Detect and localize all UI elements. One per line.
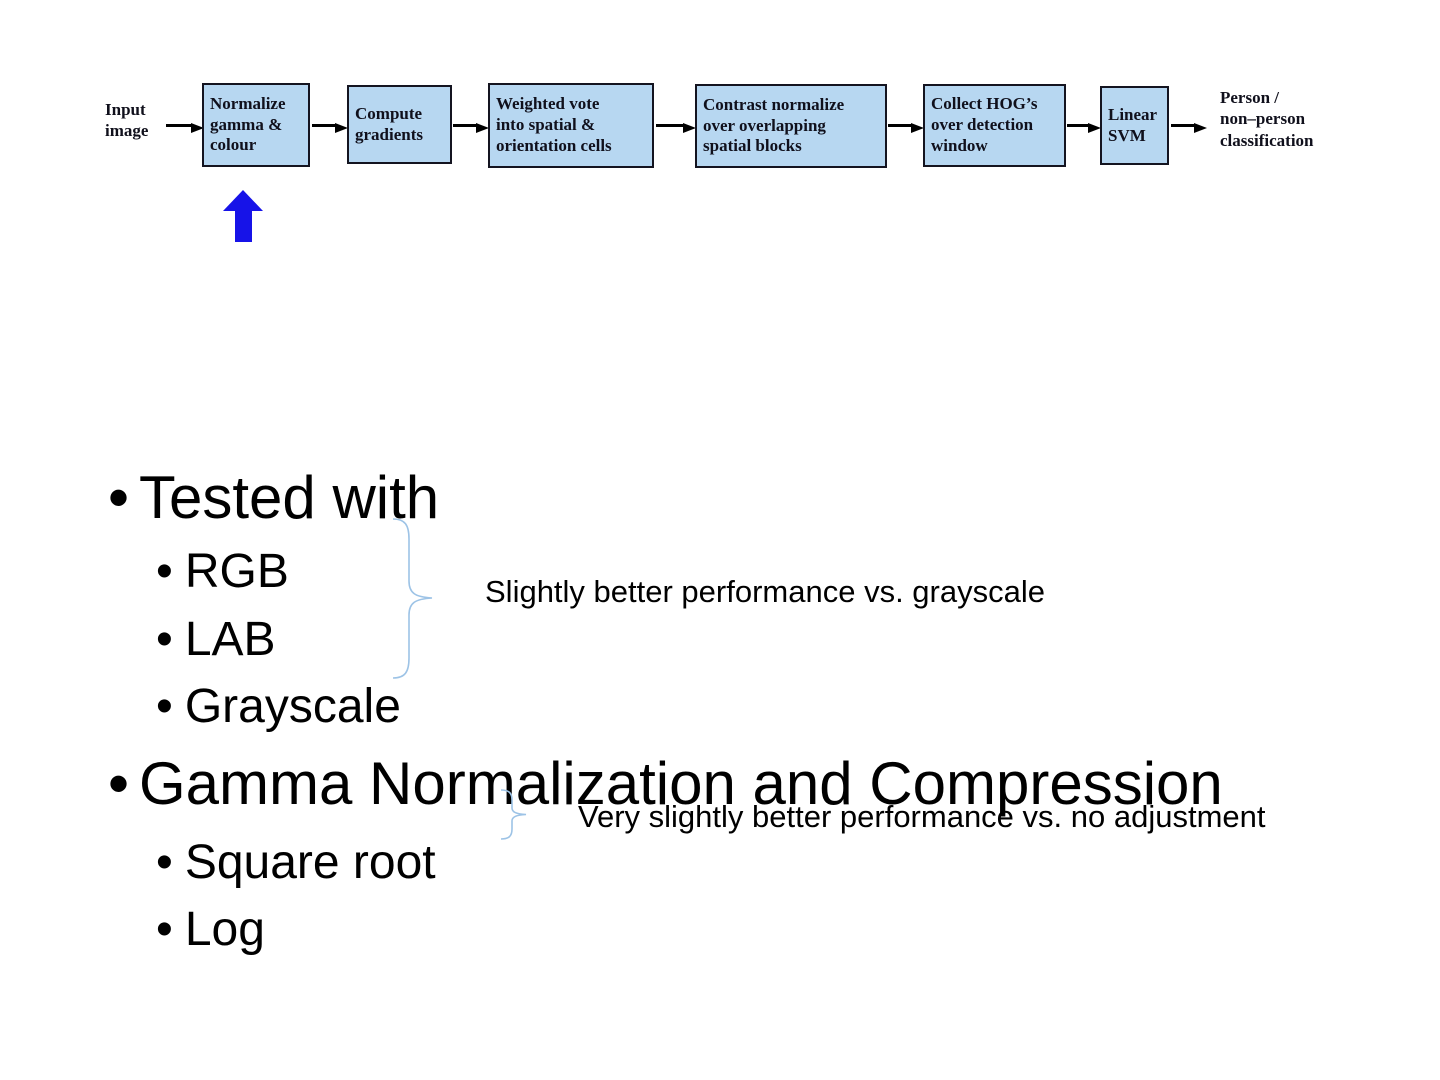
flowchart-box-weighted-vote: Weighted vote into spatial & orientation…: [488, 83, 654, 168]
bullet-text: Tested with: [139, 464, 440, 531]
bullet-lab: • LAB: [156, 613, 276, 666]
flowchart-box-compute-gradients: Compute gradients: [347, 85, 452, 164]
flow-arrow-icon: [1067, 123, 1101, 133]
flowchart-box-collect-hogs: Collect HOG’s over detection window: [923, 84, 1066, 167]
bullet-text: RGB: [184, 545, 289, 598]
bullet-text: Log: [184, 903, 265, 956]
bullet-text: LAB: [184, 613, 276, 666]
bullet-text: Square root: [184, 836, 436, 889]
flow-arrow-icon: [453, 123, 489, 133]
bullet-gamma-normalization: • Gamma Normalization and Compression: [108, 752, 1223, 815]
bullet-text: Grayscale: [184, 680, 401, 733]
annotation-gamma-comparison: Very slightly better performance vs. no …: [578, 799, 1266, 834]
blue-up-arrow-head: [223, 190, 263, 211]
bullet-icon: •: [156, 680, 173, 733]
blue-up-arrow-icon: [223, 190, 263, 242]
flowchart-box-contrast-normalize: Contrast normalize over overlapping spat…: [695, 84, 887, 168]
flowchart-box-normalize-gamma: Normalize gamma & colour: [202, 83, 310, 167]
bullet-icon: •: [108, 750, 130, 817]
flow-arrow-icon: [656, 123, 696, 133]
brace-rgb-lab-icon: [392, 518, 433, 679]
flowchart-box-linear-svm: Linear SVM: [1100, 86, 1169, 165]
bullet-rgb: • RGB: [156, 545, 289, 598]
blue-up-arrow-shaft: [234, 211, 252, 242]
flow-arrow-icon: [1171, 123, 1207, 133]
bullet-square-root: • Square root: [156, 836, 436, 889]
flowchart-output-label: Person / non–person classification: [1220, 88, 1314, 150]
bullet-icon: •: [156, 903, 173, 956]
flow-arrow-icon: [166, 123, 204, 133]
flow-arrow-icon: [312, 123, 348, 133]
bullet-icon: •: [156, 836, 173, 889]
bullet-icon: •: [108, 464, 130, 531]
bullet-log: • Log: [156, 903, 265, 956]
brace-gamma-icon: [500, 789, 527, 840]
flowchart-input-label: Input image: [105, 100, 149, 141]
bullet-icon: •: [156, 613, 173, 666]
bullet-text: Gamma Normalization and Compression: [139, 750, 1223, 817]
bullet-tested-with: • Tested with: [108, 466, 439, 529]
flow-arrow-icon: [888, 123, 924, 133]
bullet-icon: •: [156, 545, 173, 598]
annotation-color-comparison: Slightly better performance vs. grayscal…: [485, 574, 1045, 609]
bullet-grayscale: • Grayscale: [156, 680, 401, 733]
